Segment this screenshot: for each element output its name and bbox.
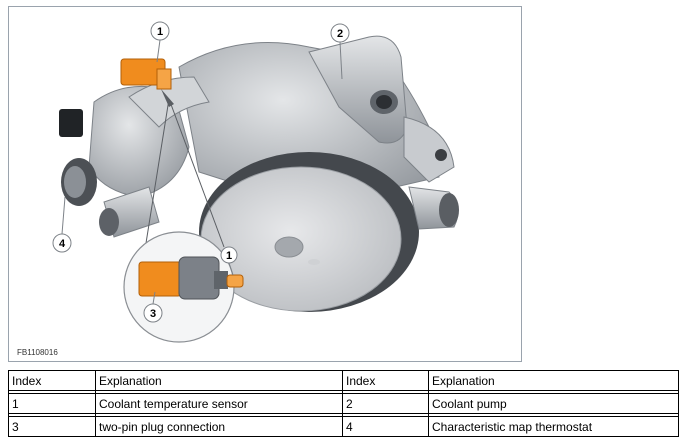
sensor-detail-graphic — [138, 256, 244, 300]
callout-label: 3 — [150, 308, 156, 320]
header-index: Index — [342, 370, 429, 391]
callout-1: 1 — [150, 21, 170, 41]
figure-code: FB1108016 — [17, 348, 58, 357]
callout-4: 4 — [52, 233, 72, 253]
header-index: Index — [8, 370, 96, 391]
callout-3: 3 — [143, 303, 163, 323]
callout-label: 1 — [226, 250, 232, 262]
row-explanation: Characteristic map thermostat — [428, 416, 679, 437]
row-index: 2 — [342, 393, 429, 414]
callout-2: 2 — [330, 23, 350, 43]
callout-label: 1 — [157, 26, 163, 38]
row-index: 1 — [8, 393, 96, 414]
header-explanation: Explanation — [428, 370, 679, 391]
legend-table: Index Explanation Index Explanation 1 Co… — [8, 370, 679, 437]
legend-row: 1 Coolant temperature sensor 2 Coolant p… — [8, 393, 679, 414]
callout-1-detail: 1 — [220, 246, 238, 264]
coolant-pump-illustration: 1 2 4 1 3 — [52, 21, 459, 343]
coolant-temperature-sensor-graphic — [120, 58, 174, 107]
row-index: 3 — [8, 416, 96, 437]
row-index: 4 — [342, 416, 429, 437]
row-explanation: two-pin plug connection — [95, 416, 343, 437]
legend-row: 3 two-pin plug connection 4 Characterist… — [8, 416, 679, 437]
callout-label: 4 — [59, 238, 66, 250]
figure-frame: 1 2 4 1 3 FB1108016 — [8, 6, 522, 362]
legend-header-row: Index Explanation Index Explanation — [8, 370, 679, 391]
callout-label: 2 — [337, 28, 343, 40]
row-explanation: Coolant pump — [428, 393, 679, 414]
header-explanation: Explanation — [95, 370, 343, 391]
row-explanation: Coolant temperature sensor — [95, 393, 343, 414]
